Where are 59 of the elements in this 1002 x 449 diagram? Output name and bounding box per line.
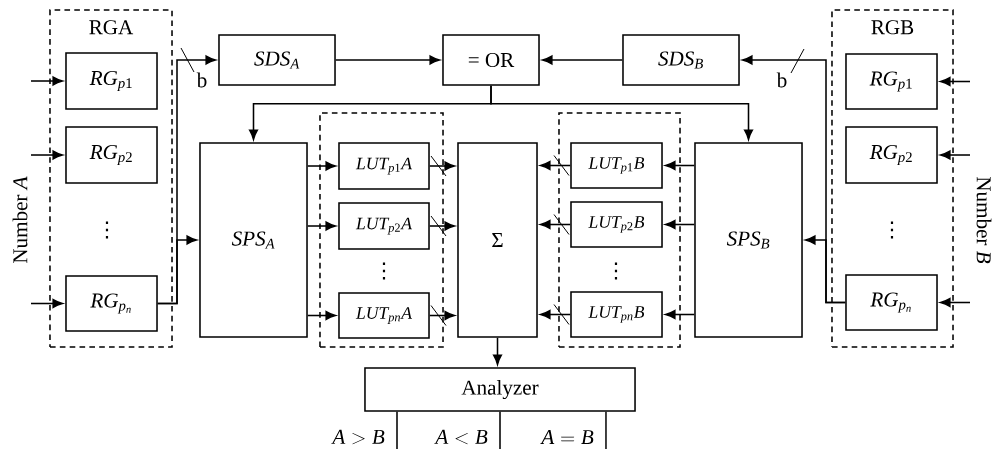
arrow <box>664 309 695 320</box>
arrow <box>939 297 971 308</box>
arrow <box>492 337 503 366</box>
arrow <box>664 160 695 171</box>
process-box: $RG_{p_n}$ <box>845 274 938 331</box>
arrow <box>539 309 571 320</box>
ellipsis: ⋮ <box>105 221 109 239</box>
arrow <box>429 221 456 231</box>
ellipsis: ⋮ <box>890 221 894 239</box>
arrow <box>939 76 971 87</box>
edge-label: $A = B$ <box>540 430 594 444</box>
ellipsis: ⋮ <box>382 262 386 280</box>
arrow <box>804 235 846 304</box>
dashed-group-box <box>319 112 444 348</box>
dashed-group-box <box>558 112 681 348</box>
edge-label: $A < B$ <box>434 429 488 445</box>
process-box: $RG_{p1}$ <box>65 52 158 110</box>
arrow <box>490 85 754 141</box>
bus-width-label: b <box>196 72 207 88</box>
output-line <box>396 411 398 449</box>
edge-label: $A > B$ <box>331 429 385 445</box>
process-box: $LUT_{p2}A$ <box>338 202 430 250</box>
process-box: $LUT_{pn}B$ <box>570 291 663 338</box>
arrow <box>30 298 64 309</box>
arrow <box>335 55 441 65</box>
input-label: Number A <box>12 176 28 264</box>
arrow <box>307 310 337 321</box>
process-box: $LUT_{p2}B$ <box>570 201 663 248</box>
arrow <box>307 221 337 231</box>
process-box: $RG_{p1}$ <box>845 53 938 110</box>
input-label: Number B <box>976 177 992 264</box>
arrow <box>539 219 571 230</box>
output-line <box>605 411 607 449</box>
bus-width-label: b <box>776 72 787 88</box>
process-box: $SDS_A$ <box>218 34 336 86</box>
output-line <box>499 411 501 449</box>
ellipsis: ⋮ <box>614 262 618 280</box>
arrow <box>157 235 198 305</box>
process-box: $LUT_{pn}A$ <box>338 292 430 339</box>
process-box: $SDS_B$ <box>622 34 740 86</box>
process-box: $RG_{p2}$ <box>65 126 158 184</box>
process-box: Analyzer <box>364 367 636 412</box>
process-box: $SPS_A$ <box>199 142 308 338</box>
arrow <box>939 150 971 160</box>
process-box: $LUT_{p1}B$ <box>570 142 663 189</box>
process-box: $RG_{p2}$ <box>845 126 938 184</box>
arrow <box>307 161 337 171</box>
process-box: $LUT_{p1}A$ <box>338 142 430 190</box>
arrow <box>429 161 456 171</box>
arrow <box>539 160 571 171</box>
process-box: $RG_{p_n}$ <box>65 275 158 332</box>
arrow <box>30 150 64 160</box>
arrow <box>664 219 695 230</box>
arrow <box>30 76 64 86</box>
process-box: $SPS_B$ <box>694 142 803 338</box>
process-box: $\Sigma$ <box>457 142 538 338</box>
arrow <box>541 55 623 65</box>
arrow <box>429 310 456 321</box>
process-box: = OR <box>442 34 540 86</box>
